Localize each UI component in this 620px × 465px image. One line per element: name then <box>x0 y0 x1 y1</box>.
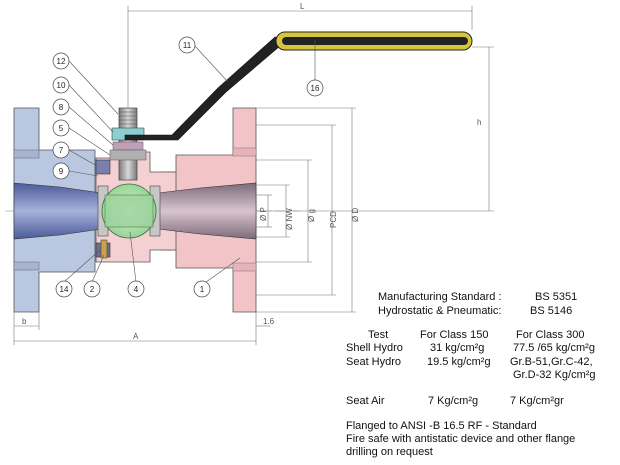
note-line: Flanged to ANSI -B 16.5 RF - Standard <box>346 420 537 432</box>
callout-7: 7 <box>59 146 64 155</box>
note-line: drilling on request <box>346 446 433 458</box>
test-header-test: Test <box>368 329 389 341</box>
test-row-class150: 7 Kg/cm²g <box>428 395 479 407</box>
test-header-class150: For Class 150 <box>420 329 489 341</box>
callout-10: 10 <box>57 81 66 90</box>
callout-8: 8 <box>59 103 64 112</box>
test-row-class300: 7 Kg/cm²gr <box>510 395 564 407</box>
notes: Flanged to ANSI -B 16.5 RF - Standard Fi… <box>346 420 575 459</box>
test-row-label: Seat Air <box>346 395 385 407</box>
test-row-class150: 31 kg/cm²g <box>430 342 485 354</box>
test-row-class300: 77.5 /65 kg/cm²g <box>513 342 595 354</box>
dim-D-label: Ø D <box>351 208 360 222</box>
callout-9: 9 <box>59 167 64 176</box>
callout-1: 1 <box>200 285 205 294</box>
test-row-class300: Gr.D-32 Kg/cm²g <box>513 369 596 381</box>
test-row-label: Shell Hydro <box>346 342 403 354</box>
dim-L-label: L <box>300 2 305 11</box>
diameter-dims <box>256 107 356 313</box>
test-row-class300: Gr.B-51,Gr.C-42, <box>510 356 593 368</box>
dim-P-label: Ø P <box>259 207 268 221</box>
test-header-class300: For Class 300 <box>516 329 585 341</box>
dim-g-label: Ø g <box>307 209 316 222</box>
dim-flange-gap-label: 1.6 <box>263 317 275 326</box>
note-line: Fire safe with antistatic device and oth… <box>346 433 576 445</box>
dim-A-label: A <box>133 332 139 341</box>
stem-bushing <box>109 149 147 161</box>
dim-b-label: b <box>22 317 27 326</box>
packing <box>112 141 144 151</box>
callout-16: 16 <box>311 84 320 93</box>
manufacturing-standard-label: Manufacturing Standard : <box>378 291 502 303</box>
body-bolt-top <box>95 159 111 175</box>
dim-NW-label: Ø NW <box>285 208 294 230</box>
callout-2: 2 <box>90 285 95 294</box>
callout-5: 5 <box>59 124 64 133</box>
callout-4: 4 <box>134 285 139 294</box>
dimension-L <box>127 6 473 108</box>
dim-h-label: h <box>477 118 481 127</box>
callout-12: 12 <box>57 57 66 66</box>
hydrostatic-standard-label: Hydrostatic & Pneumatic: <box>378 305 502 317</box>
manufacturing-standard-value: BS 5351 <box>535 291 578 303</box>
callout-leaders <box>63 40 316 283</box>
dim-PCD-label: PCD <box>329 211 338 228</box>
hydrostatic-standard-value: BS 5146 <box>530 305 573 317</box>
handle-lever <box>124 36 471 141</box>
dimension-h <box>256 46 494 212</box>
test-row-label: Seat Hydro <box>346 356 402 368</box>
callout-11: 11 <box>183 41 192 50</box>
callout-14: 14 <box>60 285 69 294</box>
callout-bubbles <box>52 36 324 298</box>
test-row-class150: 19.5 kg/cm²g <box>427 356 491 368</box>
dimension-A <box>13 312 270 345</box>
